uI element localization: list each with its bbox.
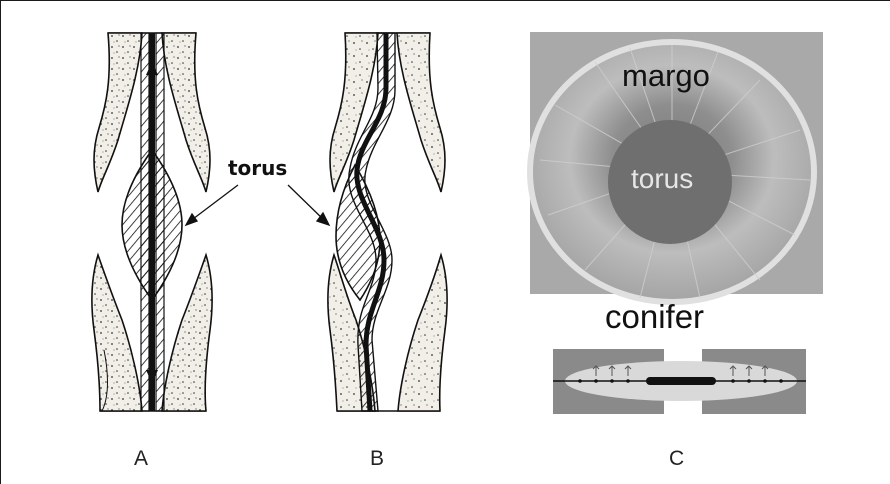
lower-right-wall-b: [398, 255, 447, 411]
conifer-pit-schematic: [553, 349, 806, 414]
torus-callout-label: torus: [228, 156, 287, 180]
panel-label-c: C: [669, 447, 684, 471]
upper-right-wall-b: [397, 33, 445, 192]
upper-right-wall: [162, 33, 210, 192]
conifer-label: conifer: [605, 298, 704, 336]
panel-label-b: B: [370, 447, 384, 471]
lower-left-wall: [92, 255, 142, 411]
panel-label-a: A: [134, 447, 148, 471]
torus-arrows: [186, 185, 329, 225]
margo-label: margo: [622, 58, 710, 94]
upper-left-wall: [94, 33, 142, 192]
torus-photo-label: torus: [631, 163, 693, 195]
panel-b-diagram: [328, 33, 447, 411]
lower-right-wall: [162, 255, 212, 411]
